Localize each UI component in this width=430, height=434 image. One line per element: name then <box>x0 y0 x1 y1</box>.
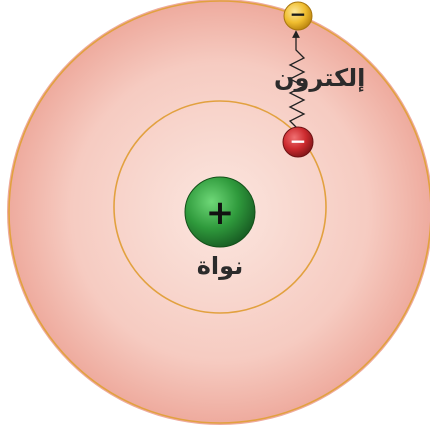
transition-wave-arrow <box>288 30 306 129</box>
inner-electron-charge: − <box>290 129 307 153</box>
inner-electron: − <box>282 126 314 158</box>
nucleus-label: نواة <box>197 252 243 280</box>
outer-orbit <box>8 0 430 424</box>
outer-electron-charge: − <box>290 2 307 26</box>
nucleus: + <box>184 176 256 248</box>
electron-label: إلكترون <box>274 64 365 92</box>
outer-electron: − <box>283 1 313 31</box>
nucleus-charge: + <box>206 193 235 233</box>
inner-orbit <box>113 100 327 314</box>
